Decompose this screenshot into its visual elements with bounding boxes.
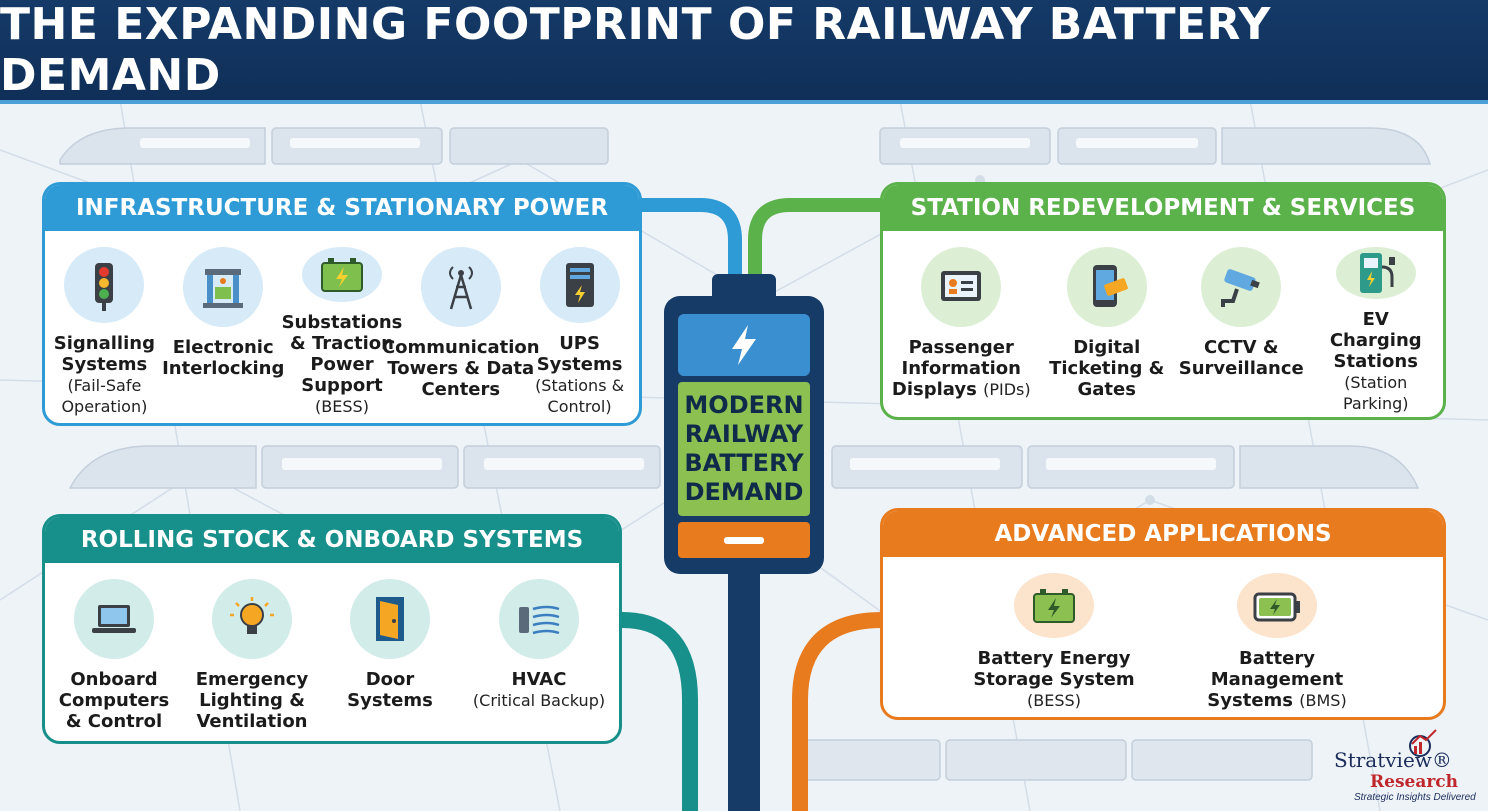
panel-station-title: STATION REDEVELOPMENT & SERVICES <box>910 195 1416 221</box>
hvac-airflow-icon <box>519 605 560 635</box>
item-label: Battery Management Systems <box>1207 648 1344 711</box>
item-digital-ticketing: Digital Ticketing & Gates <box>1048 247 1166 411</box>
header-banner: THE EXPANDING FOOTPRINT OF RAILWAY BATTE… <box>0 0 1488 104</box>
item-communication-towers: Communication Towers & Data Centers <box>382 247 540 417</box>
item-label: Communication Towers & Data Centers <box>381 337 540 400</box>
ev-charger-icon <box>1359 253 1395 293</box>
item-sublabel: (Critical Backup) <box>472 691 606 710</box>
cctv-camera-icon <box>1221 269 1261 307</box>
panel-station-header: STATION REDEVELOPMENT & SERVICES <box>883 185 1443 231</box>
info-display-icon <box>941 271 982 301</box>
item-label: UPS Systems <box>536 333 623 375</box>
battery-minus-mark <box>724 536 764 544</box>
panel-infrastructure-title: INFRASTRUCTURE & STATIONARY POWER <box>75 195 609 221</box>
item-sublabel: (BMS) <box>1299 691 1347 710</box>
panel-advanced: ADVANCED APPLICATIONS Battery Energy Sto… <box>880 508 1446 720</box>
storage-battery-icon <box>1033 588 1075 623</box>
logo-brand: Stratview® <box>1334 748 1452 772</box>
item-cctv-surveillance: CCTV & Surveillance <box>1179 247 1304 411</box>
laptop-icon <box>92 605 136 633</box>
item-label: EV Charging Stations <box>1329 309 1422 372</box>
battery-middle-cell: MODERN RAILWAY BATTERY DEMAND <box>678 382 810 516</box>
item-onboard-computers: Onboard Computers & Control <box>55 579 173 735</box>
battery-top-cell <box>678 314 810 376</box>
item-emergency-lighting: Emergency Lighting & Ventilation <box>193 579 311 735</box>
item-ups-systems: UPS Systems(Stations & Control) <box>521 247 639 417</box>
door-icon <box>376 597 404 641</box>
battery-charge-icon <box>320 257 363 292</box>
logo-brand-secondary: Research <box>1370 772 1459 792</box>
panel-rolling-stock-header: ROLLING STOCK & ONBOARD SYSTEMS <box>45 517 619 563</box>
item-sublabel: (BESS) <box>315 397 369 416</box>
panel-advanced-title: ADVANCED APPLICATIONS <box>994 521 1332 547</box>
connector-station <box>748 198 889 287</box>
item-bms: Battery Management Systems (BMS) <box>1182 573 1372 711</box>
item-sublabel: (Fail-Safe Operation) <box>61 376 148 416</box>
connector-infrastructure <box>633 198 742 287</box>
connector-rolling-stock <box>614 612 698 811</box>
item-label: Door Systems <box>347 669 433 711</box>
mobile-ticket-icon <box>1092 265 1128 307</box>
radio-tower-icon <box>448 266 473 310</box>
traffic-light-icon <box>95 263 114 311</box>
item-label: Signalling Systems <box>53 333 155 375</box>
item-label: Passenger Information Displays <box>891 337 1021 400</box>
interlocking-machine-icon <box>203 269 244 308</box>
lightning-bolt-icon <box>732 325 756 365</box>
connector-advanced <box>792 612 890 811</box>
item-label: Electronic Interlocking <box>162 337 285 379</box>
panel-infrastructure-header: INFRASTRUCTURE & STATIONARY POWER <box>45 185 639 231</box>
panel-station: STATION REDEVELOPMENT & SERVICES Passeng… <box>880 182 1446 420</box>
item-hvac: HVAC(Critical Backup) <box>469 579 609 735</box>
item-label: Onboard Computers & Control <box>58 669 170 732</box>
growth-chart-logo-icon <box>1409 729 1437 757</box>
ups-unit-icon <box>565 263 594 307</box>
item-substations-traction: Substations & Traction Power Support (BE… <box>281 247 403 417</box>
item-passenger-info-displays: Passenger Information Displays (PIDs) <box>891 247 1031 411</box>
item-sublabel: (Stations & Control) <box>535 376 625 416</box>
panel-rolling-stock: ROLLING STOCK & ONBOARD SYSTEMS Onboard … <box>42 514 622 744</box>
battery-level-icon <box>1253 592 1300 621</box>
item-door-systems: Door Systems <box>331 579 449 735</box>
battery-stem <box>728 570 760 811</box>
battery-label: MODERN RAILWAY BATTERY DEMAND <box>684 391 804 506</box>
stratview-logo: Stratview® Research Strategic Insights D… <box>1330 728 1480 804</box>
item-electronic-interlocking: Electronic Interlocking <box>162 247 285 417</box>
panel-advanced-header: ADVANCED APPLICATIONS <box>883 511 1443 557</box>
item-sublabel: (PIDs) <box>983 380 1031 399</box>
train-bottom-right <box>799 739 1313 781</box>
item-ev-charging: EV Charging Stations(Station Parking) <box>1317 247 1435 413</box>
battery-terminal <box>712 274 776 300</box>
item-label: Battery Energy Storage System <box>973 648 1135 690</box>
item-sublabel: (BESS) <box>1027 691 1081 710</box>
logo-tagline: Strategic Insights Delivered <box>1354 792 1476 803</box>
item-signalling-systems: Signalling Systems(Fail-Safe Operation) <box>45 247 163 417</box>
central-battery: MODERN RAILWAY BATTERY DEMAND <box>664 296 824 574</box>
item-label: CCTV & Surveillance <box>1178 337 1304 379</box>
battery-bottom-cell <box>678 522 810 558</box>
item-label: Substations & Traction Power Support <box>281 312 403 396</box>
page-title: THE EXPANDING FOOTPRINT OF RAILWAY BATTE… <box>0 0 1271 101</box>
item-bess: Battery Energy Storage System (BESS) <box>954 573 1154 711</box>
item-label: Emergency Lighting & Ventilation <box>195 669 309 732</box>
item-label: Digital Ticketing & Gates <box>1049 337 1165 400</box>
item-label: HVAC <box>511 669 567 690</box>
item-sublabel: (Station Parking) <box>1342 373 1409 413</box>
panel-infrastructure: INFRASTRUCTURE & STATIONARY POWER Signal… <box>42 182 642 426</box>
light-bulb-icon <box>230 597 274 634</box>
panel-rolling-stock-title: ROLLING STOCK & ONBOARD SYSTEMS <box>80 527 584 553</box>
